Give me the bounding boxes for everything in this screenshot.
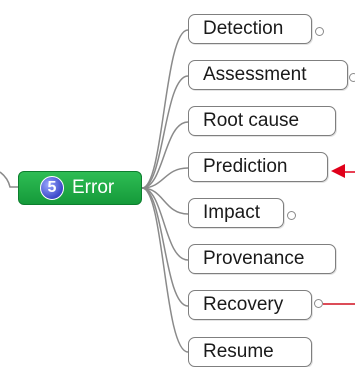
collapse-toggle-icon[interactable] bbox=[314, 299, 323, 308]
topic-label: Impact bbox=[203, 202, 261, 223]
branch-detection bbox=[141, 29, 189, 189]
branch-assessment bbox=[141, 75, 189, 189]
topic-assessment[interactable]: Assessment bbox=[188, 60, 348, 90]
topic-detection[interactable]: Detection bbox=[188, 14, 312, 44]
topic-label: Root cause bbox=[203, 110, 300, 131]
topic-label: Recovery bbox=[203, 294, 284, 315]
collapse-toggle-icon[interactable] bbox=[287, 211, 296, 220]
topic-impact[interactable]: Impact bbox=[188, 198, 284, 228]
relationship-arrowhead bbox=[331, 164, 345, 178]
branch-recovery bbox=[141, 187, 189, 307]
topic-label: Prediction bbox=[203, 156, 288, 177]
topic-recovery[interactable]: Recovery bbox=[188, 290, 312, 320]
branch-impact bbox=[141, 187, 189, 215]
topic-label: Assessment bbox=[203, 64, 307, 85]
branch-provenance bbox=[141, 187, 189, 261]
topic-provenance[interactable]: Provenance bbox=[188, 244, 336, 274]
topic-root-cause[interactable]: Root cause bbox=[188, 106, 336, 136]
topic-prediction[interactable]: Prediction bbox=[188, 152, 328, 182]
branch-resume bbox=[141, 187, 189, 353]
topic-label: Detection bbox=[203, 18, 284, 39]
central-topic[interactable]: 5 Error bbox=[18, 171, 142, 205]
central-topic-label: Error bbox=[72, 177, 115, 198]
central-left-stub bbox=[0, 171, 18, 188]
priority-badge-icon: 5 bbox=[40, 176, 64, 200]
topic-resume[interactable]: Resume bbox=[188, 337, 312, 367]
branch-root-cause bbox=[141, 121, 189, 189]
collapse-toggle-icon[interactable] bbox=[315, 27, 324, 36]
topic-label: Provenance bbox=[203, 248, 305, 269]
branch-prediction bbox=[141, 167, 189, 189]
topic-label: Resume bbox=[203, 341, 274, 362]
collapse-toggle-icon[interactable] bbox=[349, 73, 355, 82]
